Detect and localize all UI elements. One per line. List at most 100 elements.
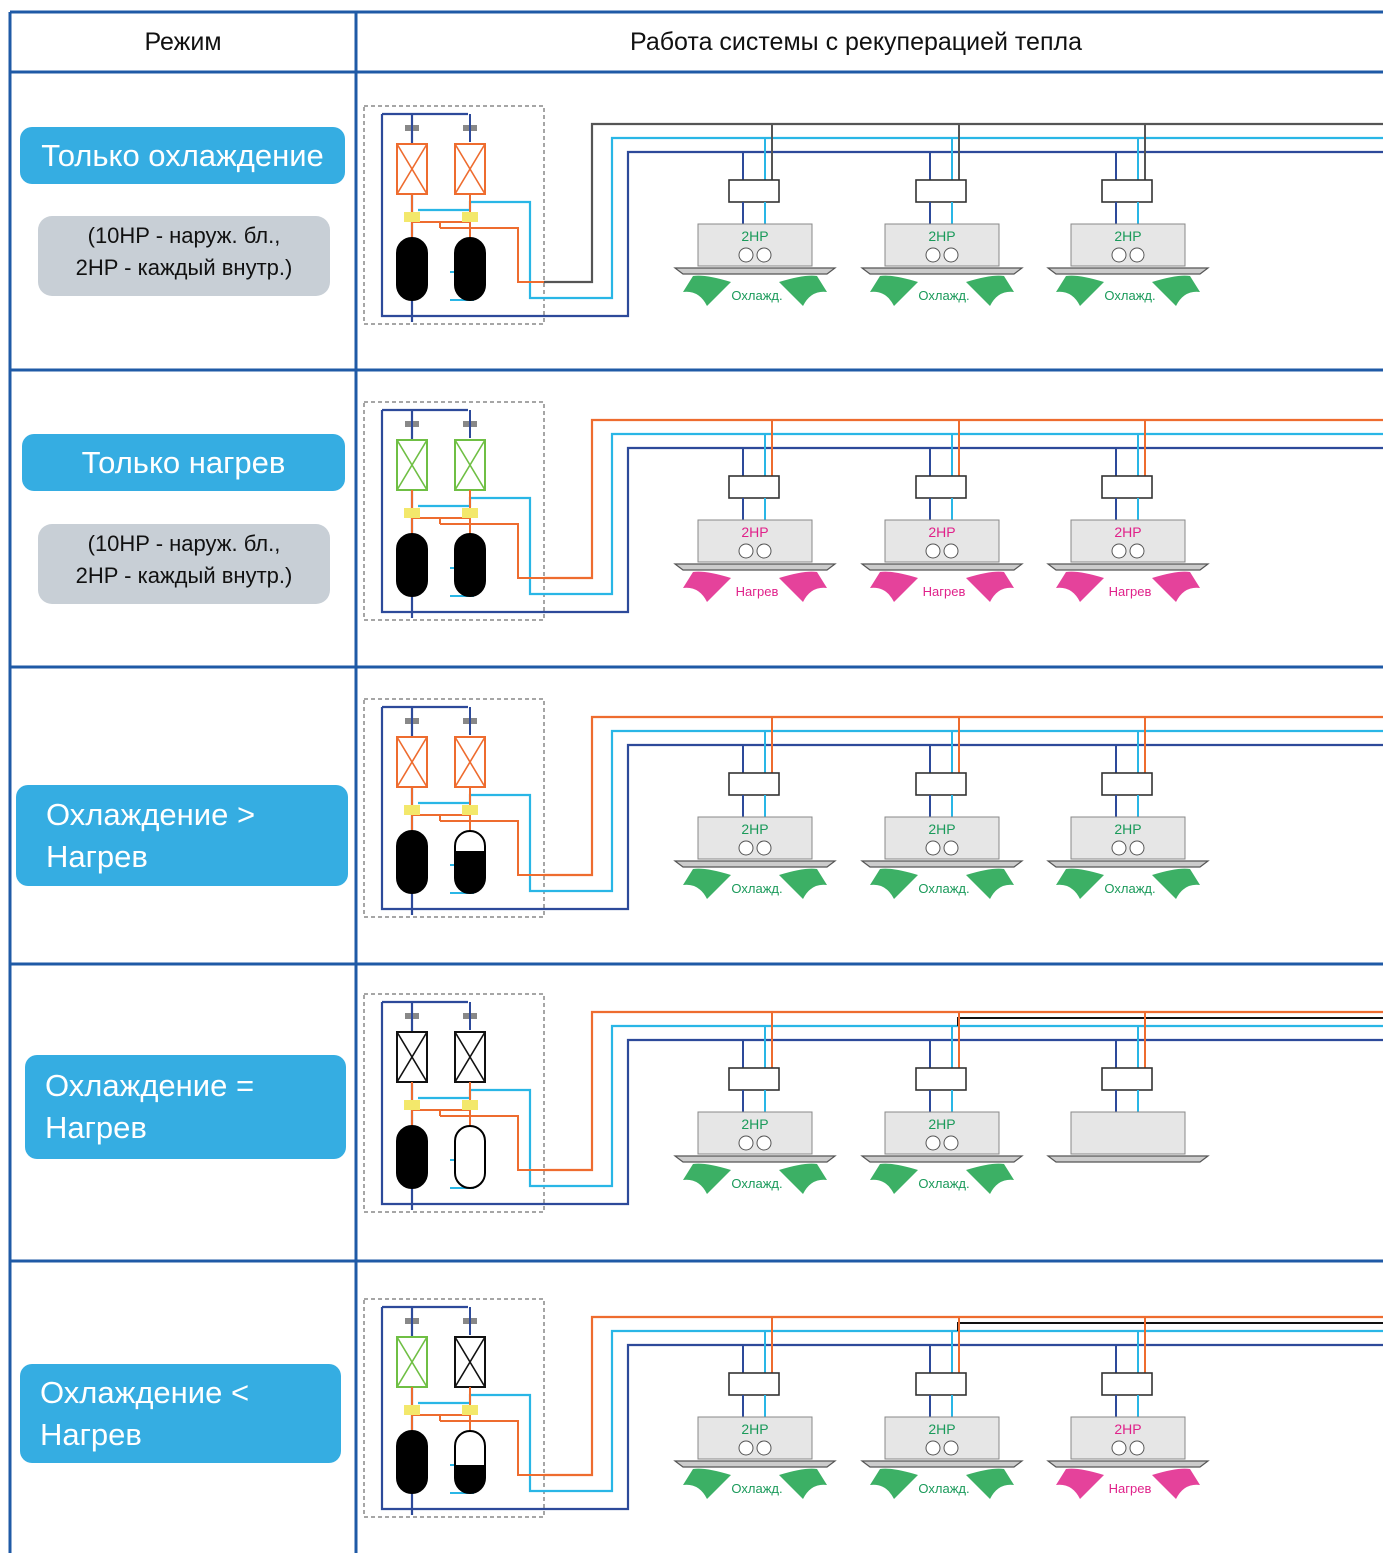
branch-box xyxy=(728,1372,780,1396)
unit-state-label: Нагрев xyxy=(1109,584,1152,599)
solenoid-icon xyxy=(462,508,478,518)
unit-state-label: Нагрев xyxy=(923,584,966,599)
cassette-panel xyxy=(860,1460,1024,1468)
unit-capacity-label: 2HP xyxy=(1114,228,1141,244)
compressor-icon xyxy=(396,533,428,597)
airflow-icon xyxy=(779,571,827,602)
branch-box xyxy=(728,1067,780,1091)
coil-icon xyxy=(396,1031,428,1083)
outdoor-unit xyxy=(363,401,1383,621)
airflow-icon xyxy=(870,1468,918,1499)
airflow-icon xyxy=(779,275,827,306)
cassette-panel xyxy=(860,267,1024,275)
branch-box xyxy=(728,772,780,796)
mode-label-heating-only: Только нагрев xyxy=(22,434,345,491)
airflow-icon xyxy=(1152,868,1200,899)
branch-box xyxy=(1101,1372,1153,1396)
coil-icon xyxy=(396,439,428,491)
compressor-icon xyxy=(454,533,486,597)
compressor-icon xyxy=(454,237,486,301)
fan-icon xyxy=(738,247,754,263)
pipe-manifold xyxy=(411,814,544,876)
cassette-panel xyxy=(673,563,837,571)
mode-text: Только нагрев xyxy=(81,444,286,480)
airflow-icon xyxy=(1056,275,1104,306)
airflow-icon xyxy=(966,868,1014,899)
compressor-icon xyxy=(454,1125,486,1189)
outdoor-unit-frame xyxy=(363,993,545,1213)
unit-capacity-label: 2HP xyxy=(1114,1421,1141,1437)
cassette-body xyxy=(884,519,1000,563)
airflow-icon xyxy=(1056,571,1104,602)
fan-icon xyxy=(1129,247,1145,263)
indoor-unit xyxy=(1046,1012,1210,1163)
mode-text: Охлаждение > xyxy=(46,796,256,832)
fan-icon xyxy=(925,543,941,559)
unit-capacity-label: 2HP xyxy=(928,1116,955,1132)
fan-icon xyxy=(756,1440,772,1456)
pipe-top xyxy=(544,1010,1383,1172)
cassette-panel xyxy=(1046,267,1210,275)
airflow-icon xyxy=(1152,1468,1200,1499)
compressor-fill xyxy=(455,851,485,893)
cassette-panel xyxy=(1046,1155,1210,1163)
unit-capacity-label: 2HP xyxy=(741,524,768,540)
airflow-icon xyxy=(870,571,918,602)
fan-icon xyxy=(738,543,754,559)
airflow-icon xyxy=(1056,1468,1104,1499)
coil-icon xyxy=(454,1031,486,1083)
pipe-manifold xyxy=(411,1109,544,1171)
fan-icon xyxy=(756,247,772,263)
branch-box xyxy=(915,475,967,499)
cassette-body xyxy=(884,1416,1000,1460)
solenoid-icon xyxy=(462,805,478,815)
cassette-body xyxy=(884,223,1000,267)
cassette-body xyxy=(697,223,813,267)
branch-box xyxy=(915,772,967,796)
airflow-icon xyxy=(966,1163,1014,1194)
airflow-icon xyxy=(683,275,731,306)
mode-text: Охлаждение = xyxy=(45,1068,255,1104)
unit-capacity-label: 2HP xyxy=(928,1421,955,1437)
unit-state-label: Охлажд. xyxy=(1104,881,1155,896)
cassette-panel xyxy=(1046,563,1210,571)
solenoid-icon xyxy=(404,805,420,815)
cassette-body xyxy=(697,519,813,563)
cassette-body xyxy=(1070,1416,1186,1460)
unit-state-label: Охлажд. xyxy=(731,881,782,896)
mode-label-cooling-greater: Охлаждение > Нагрев xyxy=(16,785,348,886)
fan-icon xyxy=(943,247,959,263)
mode-text: Охлаждение < xyxy=(40,1374,250,1410)
branch-box xyxy=(728,179,780,203)
unit-capacity-label: 2HP xyxy=(928,524,955,540)
capacity-note: (10HP - наруж. бл., 2HP - каждый внутр.) xyxy=(38,216,330,296)
solenoid-icon xyxy=(404,1100,420,1110)
compressor-fill xyxy=(455,1465,485,1493)
cassette-panel xyxy=(673,1460,837,1468)
branch-box xyxy=(1101,1067,1153,1091)
fan-icon xyxy=(1111,543,1127,559)
coil-icon xyxy=(454,143,486,195)
capacity-note: (10HP - наруж. бл., 2HP - каждый внутр.) xyxy=(38,524,330,604)
branch-box xyxy=(1101,179,1153,203)
unit-capacity-label: 2HP xyxy=(741,821,768,837)
branch-box xyxy=(1101,475,1153,499)
unit-state-label: Охлажд. xyxy=(918,1481,969,1496)
branch-box xyxy=(915,1067,967,1091)
cassette-panel xyxy=(673,267,837,275)
coil-icon xyxy=(396,143,428,195)
cassette-panel xyxy=(860,563,1024,571)
coil-icon xyxy=(454,439,486,491)
cassette-body xyxy=(697,1111,813,1155)
mode-column-header: Режим xyxy=(144,27,222,56)
mode-label-cooling-only: Только охлаждение xyxy=(20,127,345,184)
fan-icon xyxy=(943,1440,959,1456)
branch-box xyxy=(1101,772,1153,796)
cassette-panel xyxy=(860,1155,1024,1163)
